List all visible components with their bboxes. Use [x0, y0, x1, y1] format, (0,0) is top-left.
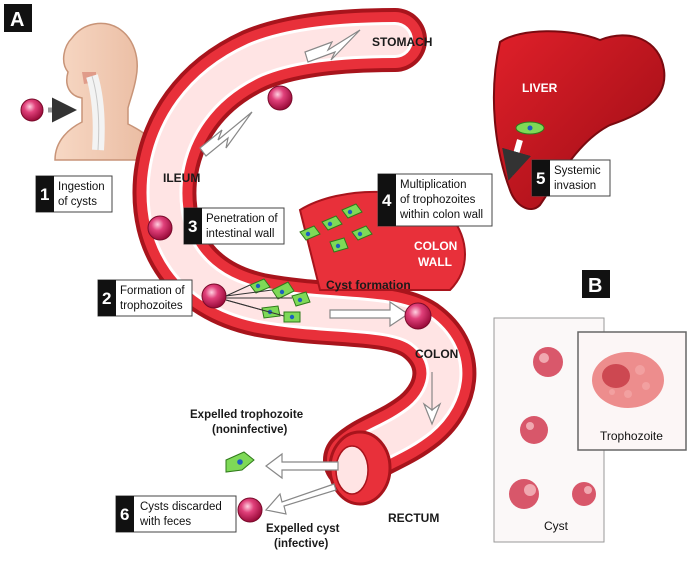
- step-3-text-line1: Penetration of: [206, 213, 278, 225]
- cyst-icon: [21, 99, 43, 121]
- step-5-number: 5: [536, 169, 545, 188]
- step-1-number: 1: [40, 185, 49, 204]
- step-3-number: 3: [188, 217, 197, 236]
- rectum-label: RECTUM: [388, 511, 439, 525]
- colon-label: COLON: [415, 347, 458, 361]
- step-1-callout: 1 Ingestion of cysts: [36, 176, 112, 212]
- expelled-cyst-label-line2: (infective): [274, 538, 328, 550]
- step-2-text-line2: trophozoites: [120, 300, 183, 312]
- trophozoite-icon: [226, 452, 254, 472]
- step-1-text-line2: of cysts: [58, 196, 97, 208]
- cyst-formation-label: Cyst formation: [326, 278, 411, 292]
- cyst-icon: [238, 498, 262, 522]
- liver-label: LIVER: [522, 81, 558, 95]
- expelled-cyst-label-line1: Expelled cyst: [266, 523, 340, 535]
- step-4-text-line1: Multiplication: [400, 179, 466, 191]
- colon-wall-label-line1: COLON: [414, 239, 457, 253]
- panel-b-marker: B: [582, 270, 610, 298]
- expelled-trophozoite-label-line2: (noninfective): [212, 424, 288, 436]
- step-4-text-line3: within colon wall: [399, 209, 483, 221]
- step-6-callout: 6 Cysts discarded with feces: [116, 496, 236, 532]
- panel-a-label: A: [10, 9, 24, 31]
- trophozoite-icon: [284, 312, 300, 322]
- intestine-tract: [164, 40, 465, 504]
- cyst-icon: [148, 216, 172, 240]
- step-5-text-line2: invasion: [554, 180, 596, 192]
- step-3-text-line2: intestinal wall: [206, 228, 274, 240]
- ileum-label: ILEUM: [163, 171, 200, 185]
- exit-arrows: [266, 454, 338, 514]
- step-5-text-line1: Systemic: [554, 165, 601, 177]
- step-6-text-line2: with feces: [139, 516, 191, 528]
- step-4-text-line2: of trophozoites: [400, 194, 476, 206]
- panel-b-label: B: [588, 275, 602, 297]
- step-3-callout: 3 Penetration of intestinal wall: [184, 208, 284, 244]
- step-6-number: 6: [120, 505, 129, 524]
- exit-arrow-icon: [266, 484, 336, 514]
- cyst-icon: [268, 86, 292, 110]
- step-5-callout: 5 Systemic invasion: [532, 160, 610, 196]
- step-2-number: 2: [102, 289, 111, 308]
- trophozoite-micrograph-label: Trophozoite: [600, 429, 663, 443]
- step-4-number: 4: [382, 191, 392, 210]
- stomach-label: STOMACH: [372, 35, 432, 49]
- step-4-callout: 4 Multiplication of trophozoites within …: [378, 174, 492, 226]
- cyst-icon: [202, 284, 226, 308]
- cyst-micrograph-label: Cyst: [544, 519, 569, 533]
- step-6-text-line1: Cysts discarded: [140, 501, 222, 513]
- colon-wall-label-line2: WALL: [418, 255, 452, 269]
- trophozoite-micrograph: Trophozoite: [578, 332, 686, 450]
- step-2-callout: 2 Formation of trophozoites: [98, 280, 192, 316]
- panel-a-marker: A: [4, 4, 32, 32]
- expelled-trophozoite-label-line1: Expelled trophozoite: [190, 409, 303, 421]
- cyst-icon: [405, 303, 431, 329]
- step-2-text-line1: Formation of: [120, 285, 185, 297]
- step-1-text-line1: Ingestion: [58, 181, 105, 193]
